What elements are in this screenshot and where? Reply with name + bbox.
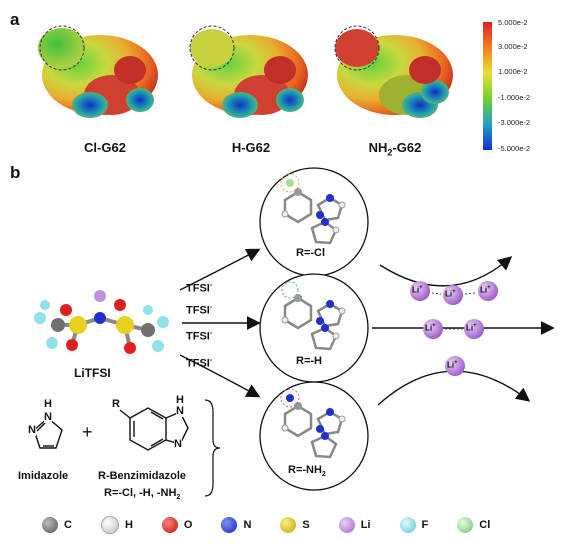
imidazole-nh: H [44, 398, 52, 410]
panel-a-label: a [10, 10, 20, 29]
legend-item-s: S [280, 516, 310, 534]
benzimidazole-structure [119, 407, 189, 451]
li-ion-label: Li+ [412, 285, 423, 295]
circle-label-cl: R=-Cl [296, 247, 326, 259]
legend-item-n: N [221, 516, 251, 534]
molecule-label-nh2: NH2-G62 [368, 140, 422, 158]
litfsi-label: LiTFSI [74, 366, 111, 380]
atom-ball-icon [399, 517, 416, 533]
arrow-to-cl [179, 248, 261, 291]
color-scale-tick: 1.000e-2 [498, 67, 528, 76]
benzimidazole-options: R=-Cl, -H, -NH2 [104, 487, 181, 502]
plus-sign: + [82, 422, 93, 442]
imidazole-label: Imidazole [18, 470, 69, 482]
legend-item-c: C [42, 516, 72, 534]
color-scale-bar [483, 22, 492, 150]
imidazole-structure [33, 417, 63, 449]
arrow-out-bottom [377, 370, 531, 406]
molecule-label-h: H-G62 [231, 140, 271, 155]
li-ion-label: Li+ [480, 285, 491, 295]
imidazole-n-top: N [44, 411, 52, 423]
esp-surface-cl-g62 [38, 25, 158, 118]
panel-b-label: b [10, 163, 21, 182]
li-ion-label: Li+ [425, 323, 436, 333]
complex-circle-nh2 [259, 381, 369, 491]
color-scale-tick: -3.000e-2 [498, 118, 531, 127]
esp-surface-h-g62 [189, 25, 308, 118]
tfsi-label: TFSI- [186, 282, 213, 295]
color-scale-tick: 5.000e-2 [498, 18, 528, 27]
legend-item-f: F [399, 516, 428, 534]
benzimidazole-nh: H [176, 394, 184, 406]
legend-item-cl: Cl [457, 516, 490, 534]
atom-ball-icon [338, 517, 355, 533]
li-ion [464, 319, 484, 339]
legend-item-o: O [161, 516, 192, 534]
benzimidazole-label: R-Benzimidazole [98, 470, 187, 482]
atom-ball-icon [161, 517, 178, 533]
atom-ball-icon [100, 516, 119, 534]
atom-ball-icon [221, 517, 238, 533]
li-ion [410, 281, 430, 301]
atom-ball-icon [280, 517, 297, 533]
legend-item-li: Li [338, 516, 371, 534]
li-ion [423, 319, 443, 339]
tfsi-label: TFSI- [186, 330, 213, 343]
benzimidazole-n-bottom: N [174, 438, 182, 450]
benzimidazole-n-top: N [176, 405, 184, 417]
atom-ball-icon [457, 517, 474, 533]
circle-label-nh2: R=-NH2 [288, 464, 326, 479]
litfsi-molecule [34, 290, 169, 354]
legend-item-h: H [100, 516, 133, 534]
group-bracket [204, 399, 221, 497]
li-ion [478, 281, 498, 301]
arrow-to-nh2 [179, 354, 261, 398]
complex-circle-h [259, 273, 369, 383]
atom-legend: C H O N S Li F Cl [42, 516, 490, 534]
imidazole-n-bottom: N [28, 424, 36, 436]
li-ion-label: Li+ [447, 360, 458, 370]
molecule-label-cl: Cl-G62 [84, 140, 126, 155]
color-scale-tick: 3.000e-2 [498, 42, 528, 51]
circle-label-h: R=-H [296, 355, 322, 367]
arrow-out-top [379, 256, 513, 287]
li-ion-label: Li+ [445, 289, 456, 299]
li-ion-label: Li+ [466, 323, 477, 333]
benzimidazole-r: R [112, 398, 120, 410]
atom-ball-icon [42, 517, 58, 533]
color-scale-tick: -5.000e-2 [498, 144, 531, 153]
color-scale-tick: -1.000e-2 [498, 93, 531, 102]
esp-surface-nh2-g62 [334, 25, 453, 118]
tfsi-label: TFSI- [186, 304, 213, 317]
li-ion [443, 285, 463, 305]
complex-circle-cl [259, 167, 369, 277]
tfsi-label: TFSI- [186, 357, 213, 370]
li-ion [445, 356, 465, 376]
